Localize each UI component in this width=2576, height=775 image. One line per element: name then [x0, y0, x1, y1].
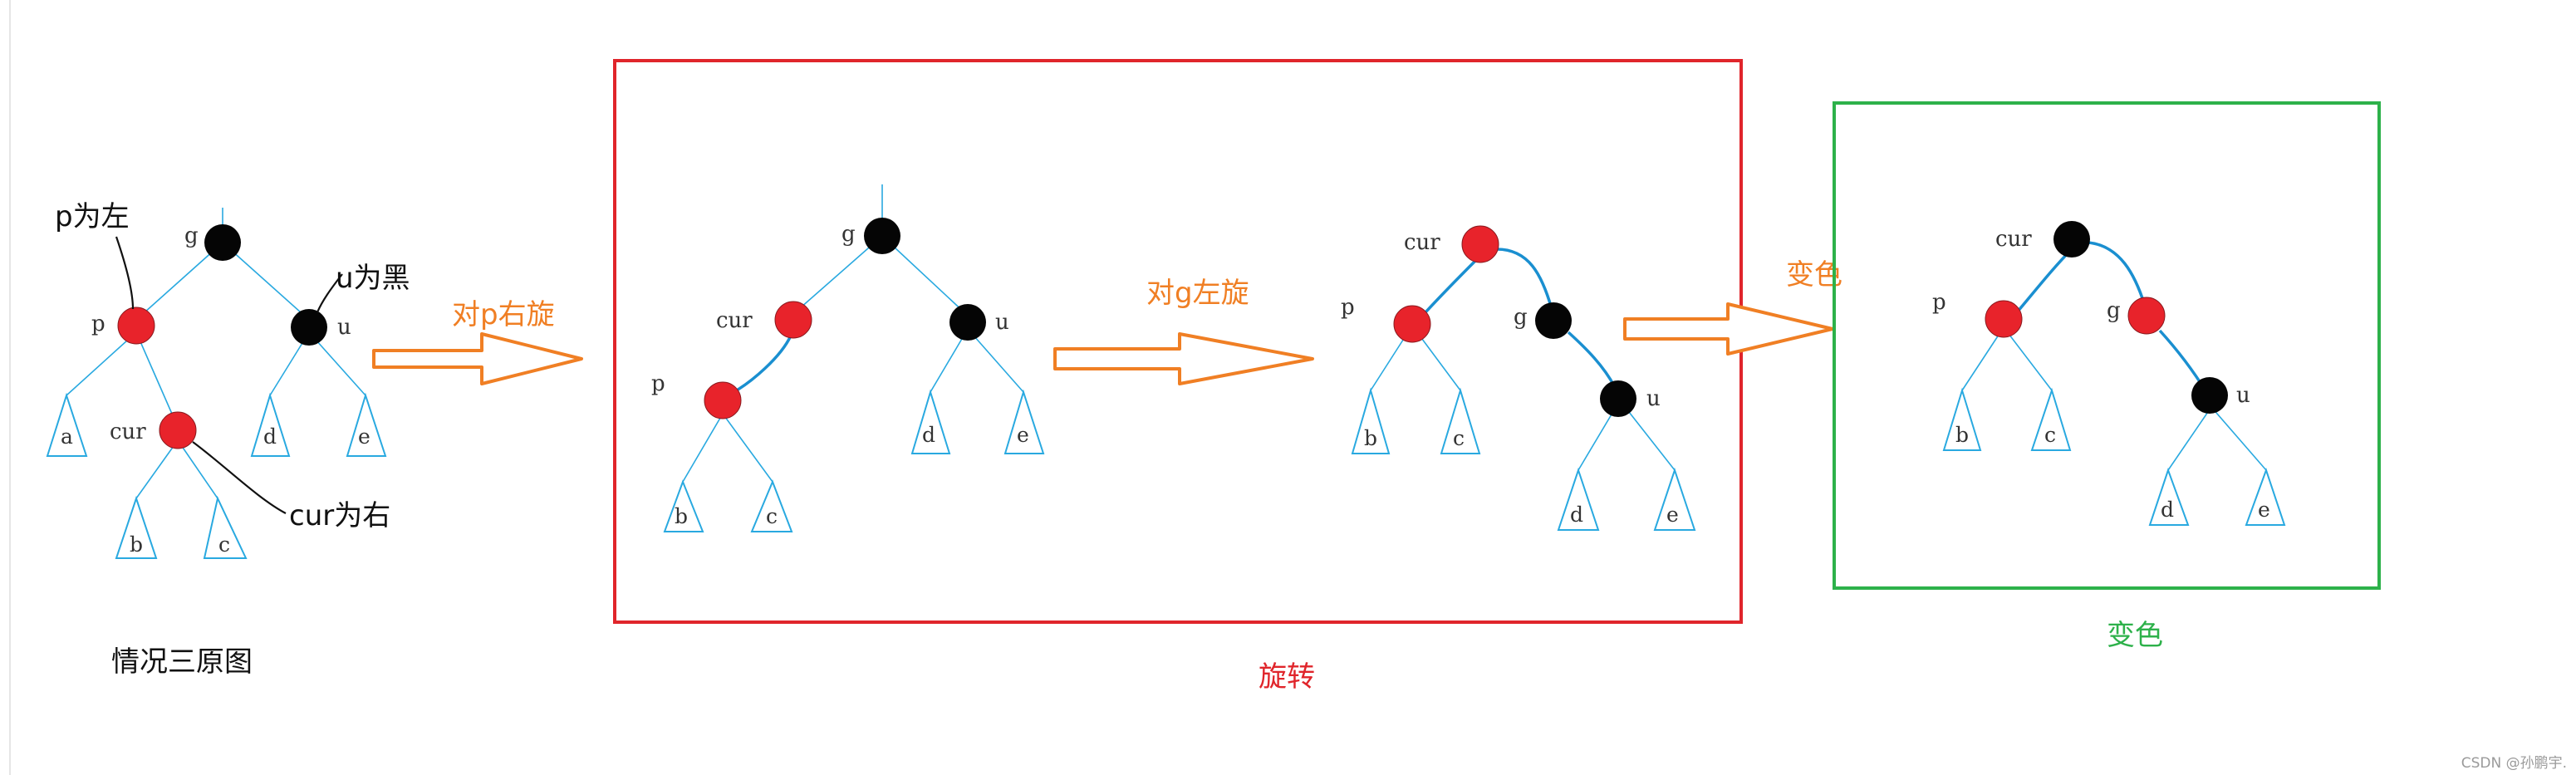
subtree-a	[46, 392, 88, 457]
node-p	[704, 381, 742, 419]
tree-after-recolor	[1961, 326, 2267, 471]
annotation-u-black: u为黑	[336, 262, 410, 295]
node-label-cur: cur	[110, 419, 146, 444]
edge-cur-p	[1424, 256, 1480, 314]
edge-cur-p	[2015, 248, 2073, 314]
arrow-rotate-p-right: 对p右旋	[372, 298, 583, 385]
node-g	[2127, 297, 2166, 335]
subtree-e	[1653, 467, 1696, 531]
callout-cur	[192, 441, 287, 514]
arrow-shape-3	[1623, 302, 1834, 356]
subtree-e	[1003, 389, 1045, 454]
node-cur	[2053, 221, 2090, 258]
subtree-label-d: d	[1570, 503, 1583, 527]
node-label-u: u	[337, 315, 351, 340]
node-label-p: p	[1932, 290, 1946, 315]
node-label-cur: cur	[1404, 230, 1440, 255]
subtree-c	[2030, 387, 2072, 451]
subtree-b	[1351, 387, 1391, 454]
subtree-label-c: c	[1453, 426, 1465, 450]
annotation-cur-right: cur为右	[289, 499, 390, 532]
subtree-label-c: c	[2044, 423, 2056, 447]
edge-g-u	[1567, 331, 1617, 388]
subtree-c	[1440, 387, 1481, 454]
subtrees-original	[46, 392, 387, 559]
subtree-label-e: e	[1666, 503, 1679, 527]
subtree-b	[115, 495, 158, 559]
subtree-label-e: e	[2258, 498, 2270, 522]
tree-after-p-right-rotation	[682, 184, 1024, 483]
node-label-g: g	[841, 222, 856, 247]
node-label-p: p	[91, 311, 105, 336]
edge-cur-g	[1496, 248, 1553, 310]
node-u	[291, 309, 327, 346]
node-label-u: u	[1646, 386, 1661, 411]
subtree-label-d: d	[2161, 498, 2174, 522]
node-u	[1600, 380, 1636, 417]
node-g	[864, 218, 900, 254]
callout-u	[316, 273, 343, 313]
node-u	[2191, 377, 2228, 414]
node-cur	[774, 301, 812, 339]
subtree-b	[663, 479, 704, 532]
subtree-d	[1557, 467, 1600, 531]
recolor-box-label: 变色	[2107, 619, 2163, 652]
edge-cur-p	[730, 335, 792, 395]
node-g	[1535, 302, 1572, 339]
caption-original: 情况三原图	[111, 645, 253, 679]
subtree-label-b: b	[130, 532, 143, 557]
node-label-g: g	[2107, 298, 2121, 323]
subtree-label-c: c	[218, 532, 230, 557]
node-label-cur: cur	[716, 308, 753, 333]
node-label-cur: cur	[1995, 227, 2032, 252]
watermark: CSDN @孙鹏宇.	[2461, 755, 2567, 772]
subtree-e	[2245, 467, 2286, 526]
node-label-u: u	[2236, 383, 2250, 408]
node-cur	[159, 411, 197, 449]
subtree-d	[250, 392, 291, 457]
subtree-c	[750, 479, 793, 532]
subtree-label-d: d	[922, 423, 935, 447]
annotation-p-left: p为左	[55, 200, 130, 233]
rotation-box-label: 旋转	[1259, 660, 1315, 694]
arrow-shape-2	[1053, 332, 1314, 385]
node-p	[117, 307, 155, 345]
subtree-label-b: b	[1364, 426, 1377, 450]
subtree-label-b: b	[675, 504, 688, 528]
arrow-rotate-g-left: 对g左旋	[1053, 277, 1314, 385]
subtree-label-c: c	[766, 504, 778, 528]
node-g	[204, 224, 241, 261]
edge-cur-g	[2088, 241, 2147, 307]
arrow-recolor: 变色	[1623, 258, 1842, 356]
arrow-shape-1	[372, 332, 583, 385]
node-cur	[1461, 225, 1499, 263]
subtree-d	[910, 389, 951, 454]
arrow-label-rotate-p-right: 对p右旋	[452, 298, 555, 331]
subtree-label-b: b	[1955, 423, 1969, 447]
subtree-label-a: a	[61, 424, 73, 449]
subtree-label-d: d	[263, 424, 277, 449]
node-p	[1985, 300, 2023, 338]
arrow-label-rotate-g-left: 对g左旋	[1146, 277, 1249, 310]
subtree-label-e: e	[358, 424, 370, 449]
subtree-b	[1942, 387, 1982, 451]
callout-p	[115, 236, 135, 310]
node-u	[949, 304, 986, 341]
node-label-g: g	[1514, 305, 1528, 330]
subtree-e	[346, 392, 387, 457]
subtree-label-e: e	[1017, 423, 1029, 447]
subtree-d	[2148, 467, 2190, 526]
node-label-u: u	[995, 310, 1009, 335]
subtree-c	[203, 495, 248, 559]
node-label-p: p	[1341, 295, 1355, 320]
recolor-box	[1833, 101, 2381, 590]
node-label-p: p	[651, 371, 665, 396]
node-label-g: g	[184, 223, 199, 248]
node-p	[1393, 305, 1431, 343]
